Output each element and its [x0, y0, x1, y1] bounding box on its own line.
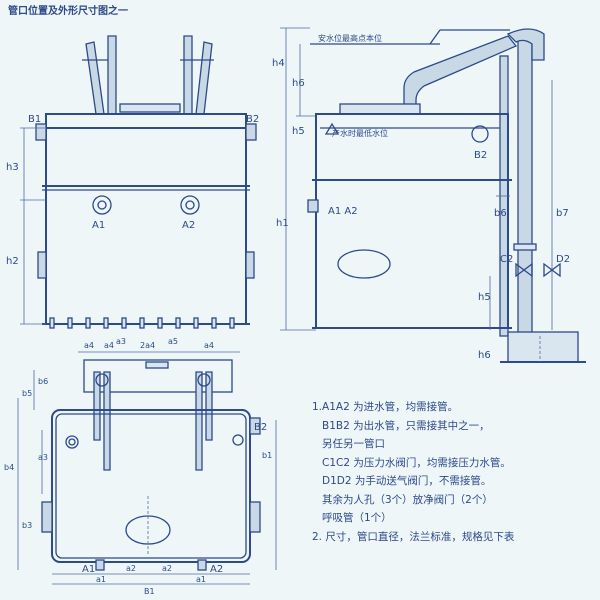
dim-h5b: h5 [478, 292, 491, 303]
plan-dim-a2: a2 [126, 564, 136, 573]
water-top-label: 安水位最高点本位 [318, 33, 382, 43]
label-a2: A2 [182, 220, 195, 231]
plan-dim-b1: b1 [262, 451, 272, 460]
plan-dim-a3: a3 [38, 453, 48, 462]
dim-b6: b6 [494, 208, 507, 219]
dim-b7: b7 [556, 208, 569, 219]
plan-dim-0: a4 [84, 341, 94, 350]
flange-bolt [193, 317, 199, 329]
front-bottom-flange [42, 317, 250, 329]
nozzle-b2 [245, 123, 257, 141]
plan-dim-a1: a1 [96, 575, 106, 584]
plan-dim-b1-bottom: B1 [144, 587, 155, 596]
flange-bolt [85, 317, 91, 329]
plan-dim-1: a3 [116, 337, 126, 346]
front-view: B1 B2 A1 A2 h3 h2 [6, 35, 259, 329]
flange-bolt [175, 317, 181, 329]
notes: 1.A1A2 为进水管，均需接管。 B1B2 为出水管，只需接其中之一， 另任另… [312, 400, 515, 543]
plan-manhole [125, 515, 171, 545]
flange-bolt [211, 317, 217, 329]
dim-h2: h2 [6, 256, 19, 267]
note-1: B1B2 为出水管，只需接其中之一， [322, 419, 490, 432]
plan-dim-5: a4 [204, 341, 214, 350]
note-0: 1.A1A2 为进水管，均需接管。 [312, 400, 458, 413]
side-label-a1a2: A1 A2 [328, 206, 358, 217]
label-c2: C2 [500, 254, 513, 265]
plan-dim-b5: b5 [22, 389, 32, 398]
drawing-title: 管口位置及外形尺寸图之一 [8, 4, 128, 17]
flange-bolt [103, 317, 109, 329]
note-3: C1C2 为压力水阀门，均需接压力水管。 [322, 456, 511, 469]
flange-bolt [157, 317, 163, 329]
side-view: h4 h6 h5 h1 安水位最高点本位 产水时最低水位 B2 A1 A2 b [272, 27, 586, 363]
label-a1: A1 [92, 220, 105, 231]
note-2: 另任另一管口 [322, 437, 385, 450]
side-port-b2 [471, 125, 489, 143]
label-b1: B1 [28, 114, 41, 125]
dim-h5: h5 [292, 126, 305, 137]
plan-label-a1: A1 [82, 564, 95, 575]
plan-tank [51, 409, 251, 563]
nozzle-b1 [35, 123, 47, 141]
plan-dim-b3: b3 [22, 521, 32, 530]
note-6: 呼吸管（1个） [322, 511, 392, 524]
plan-dim-b4: b4 [4, 463, 14, 472]
front-tank-body [45, 127, 247, 325]
plan-dim-a1b: a1 [196, 575, 206, 584]
dim-h6b: h6 [478, 350, 491, 361]
plan-dim-b6: b6 [38, 377, 48, 386]
side-label-b2: B2 [474, 150, 487, 161]
flange-bolt [121, 317, 127, 329]
front-tank-lid [45, 113, 247, 129]
plan-dim-2: a4 [104, 341, 114, 350]
port-a2 [180, 195, 200, 215]
flange-bolt [49, 317, 55, 329]
label-b2: B2 [246, 114, 259, 125]
plan-dim-3: 2a4 [140, 341, 155, 350]
dim-h4: h4 [272, 58, 285, 69]
note-4: D1D2 为手动送气阀门，不需接管。 [322, 474, 491, 487]
label-d2: D2 [556, 254, 570, 265]
flange-bolt [139, 317, 145, 329]
flange-bolt [67, 317, 73, 329]
dim-h3: h3 [6, 162, 19, 173]
plan-label-b2: B2 [254, 422, 267, 433]
front-top-pipes [82, 35, 214, 115]
water-low-label: 产水时最低水位 [332, 128, 388, 138]
plan-view: a4 a3 a4 2a4 a5 a4 b5 b6 b4 b3 a3 B2 [4, 337, 277, 596]
dim-h6: h6 [292, 78, 305, 89]
flange-bolt [229, 317, 235, 329]
side-manhole [337, 249, 391, 279]
plan-dim-4: a5 [168, 337, 178, 346]
port-a1 [92, 195, 112, 215]
note-5: 其余为人孔（3个）放净阀门（2个） [322, 493, 493, 506]
plan-label-a2: A2 [210, 564, 223, 575]
note-7: 2. 尺寸，管口直径，法兰标准，规格见下表 [312, 530, 515, 543]
dim-h1: h1 [276, 218, 289, 229]
plan-dim-a2b: a2 [162, 564, 172, 573]
